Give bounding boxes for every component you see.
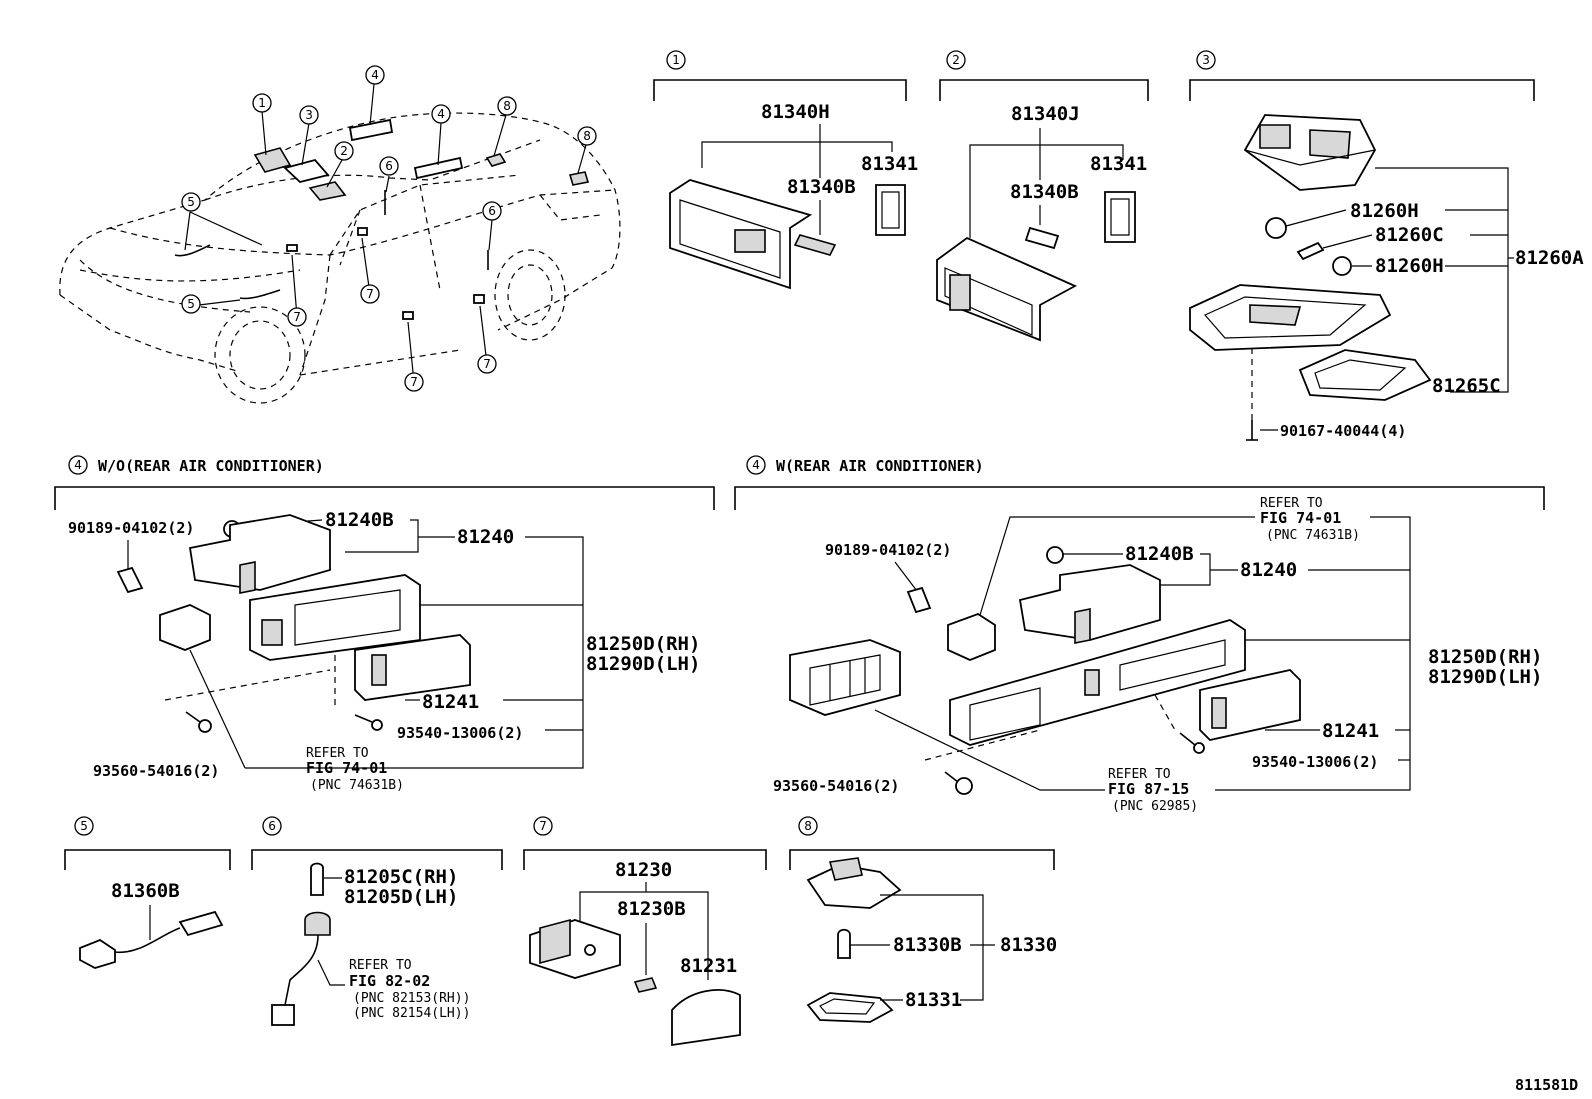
svg-text:81331: 81331	[905, 989, 962, 1011]
svg-text:81250D(RH): 81250D(RH)	[586, 633, 700, 655]
section-1: 1 81340H 81341 81340B	[653, 50, 918, 290]
svg-text:81205C(RH): 81205C(RH)	[344, 866, 458, 888]
svg-text:7: 7	[483, 357, 491, 371]
svg-text:81330B: 81330B	[893, 934, 962, 956]
section-3: 3 81260H 81260C 81260H 81260A 81265	[1189, 50, 1584, 441]
svg-text:81240: 81240	[457, 526, 514, 548]
svg-text:REFER TO: REFER TO	[1260, 496, 1323, 511]
svg-text:81230B: 81230B	[617, 898, 686, 920]
svg-text:8: 8	[503, 99, 511, 113]
svg-text:4: 4	[752, 458, 760, 472]
svg-text:6: 6	[268, 819, 276, 833]
svg-text:81260H: 81260H	[1375, 255, 1444, 277]
svg-text:81340B: 81340B	[1010, 181, 1079, 203]
svg-text:8: 8	[804, 819, 812, 833]
svg-text:(PNC 62985): (PNC 62985)	[1112, 799, 1198, 814]
svg-text:81290D(LH): 81290D(LH)	[586, 653, 700, 675]
svg-text:81340H: 81340H	[761, 101, 830, 123]
svg-text:4: 4	[371, 68, 379, 82]
svg-text:1: 1	[672, 53, 680, 67]
svg-text:(PNC 74631B): (PNC 74631B)	[310, 778, 404, 793]
section-4-without-rear-ac: 4 W/O(REAR AIR CONDITIONER) 90189-04102(…	[54, 455, 715, 793]
svg-text:7: 7	[293, 310, 301, 324]
svg-text:93560-54016(2): 93560-54016(2)	[93, 762, 219, 780]
svg-text:5: 5	[187, 195, 195, 209]
svg-text:81340J: 81340J	[1011, 103, 1080, 125]
svg-text:81250D(RH): 81250D(RH)	[1428, 646, 1542, 668]
section-4-with-rear-ac: 4 W(REAR AIR CONDITIONER) REFER TO FIG 7…	[734, 455, 1545, 814]
svg-text:(PNC 74631B): (PNC 74631B)	[1266, 528, 1360, 543]
svg-text:81205D(LH): 81205D(LH)	[344, 886, 458, 908]
svg-text:4: 4	[74, 458, 82, 472]
svg-text:6: 6	[488, 204, 496, 218]
svg-text:W/O(REAR AIR CONDITIONER): W/O(REAR AIR CONDITIONER)	[98, 457, 324, 475]
section-2: 2 81340J 81341 81340B	[936, 50, 1149, 342]
section-8: 8 81330B 81330 81331	[789, 816, 1057, 1023]
svg-text:93560-54016(2): 93560-54016(2)	[773, 777, 899, 795]
svg-text:FIG 74-01: FIG 74-01	[1260, 509, 1341, 527]
svg-text:81241: 81241	[1322, 720, 1379, 742]
diagram-id: 811581D	[1515, 1076, 1578, 1094]
svg-text:REFER TO: REFER TO	[306, 746, 369, 761]
svg-text:REFER TO: REFER TO	[349, 958, 412, 973]
svg-text:4: 4	[437, 107, 445, 121]
svg-text:81341: 81341	[861, 153, 918, 175]
svg-text:1: 1	[258, 96, 266, 110]
svg-text:FIG 74-01: FIG 74-01	[306, 759, 387, 777]
svg-text:8: 8	[583, 129, 591, 143]
section-6: 6 81205C(RH) 81205D(LH) REFER TO FIG 82-…	[251, 816, 503, 1026]
svg-text:81241: 81241	[422, 691, 479, 713]
svg-text:81260C: 81260C	[1375, 224, 1444, 246]
svg-text:7: 7	[410, 375, 418, 389]
svg-text:(PNC 82154(LH)): (PNC 82154(LH))	[353, 1006, 470, 1021]
car-overview: 1 3 2 4 4 8 8 6 6 5 5 7 7 7 7	[59, 65, 621, 404]
svg-text:2: 2	[952, 53, 960, 67]
svg-text:5: 5	[80, 819, 88, 833]
svg-text:5: 5	[187, 297, 195, 311]
section-5: 5 81360B	[64, 816, 231, 969]
svg-text:81360B: 81360B	[111, 880, 180, 902]
svg-text:FIG 82-02: FIG 82-02	[349, 972, 430, 990]
section-7: 7 81230 81230B 81231	[523, 816, 767, 1047]
svg-text:7: 7	[539, 819, 547, 833]
svg-text:81290D(LH): 81290D(LH)	[1428, 666, 1542, 688]
svg-text:81265C: 81265C	[1432, 375, 1501, 397]
svg-text:81260A: 81260A	[1515, 247, 1584, 269]
svg-text:FIG 87-15: FIG 87-15	[1108, 780, 1189, 798]
svg-text:93540-13006(2): 93540-13006(2)	[397, 724, 523, 742]
svg-text:81260H: 81260H	[1350, 200, 1419, 222]
svg-text:7: 7	[366, 287, 374, 301]
svg-text:90189-04102(2): 90189-04102(2)	[825, 541, 951, 559]
svg-text:90167-40044(4): 90167-40044(4)	[1280, 422, 1406, 440]
svg-text:W(REAR AIR CONDITIONER): W(REAR AIR CONDITIONER)	[776, 457, 984, 475]
svg-text:81240B: 81240B	[325, 509, 394, 531]
svg-text:93540-13006(2): 93540-13006(2)	[1252, 753, 1378, 771]
svg-text:REFER TO: REFER TO	[1108, 767, 1171, 782]
svg-text:81230: 81230	[615, 859, 672, 881]
svg-text:81240B: 81240B	[1125, 543, 1194, 565]
svg-text:81340B: 81340B	[787, 176, 856, 198]
svg-text:(PNC 82153(RH)): (PNC 82153(RH))	[353, 991, 470, 1006]
svg-text:6: 6	[385, 159, 393, 173]
svg-text:3: 3	[305, 108, 313, 122]
svg-text:2: 2	[340, 144, 348, 158]
svg-text:81330: 81330	[1000, 934, 1057, 956]
svg-text:81341: 81341	[1090, 153, 1147, 175]
svg-text:81231: 81231	[680, 955, 737, 977]
svg-text:3: 3	[1202, 53, 1210, 67]
svg-text:81240: 81240	[1240, 559, 1297, 581]
svg-text:90189-04102(2): 90189-04102(2)	[68, 519, 194, 537]
